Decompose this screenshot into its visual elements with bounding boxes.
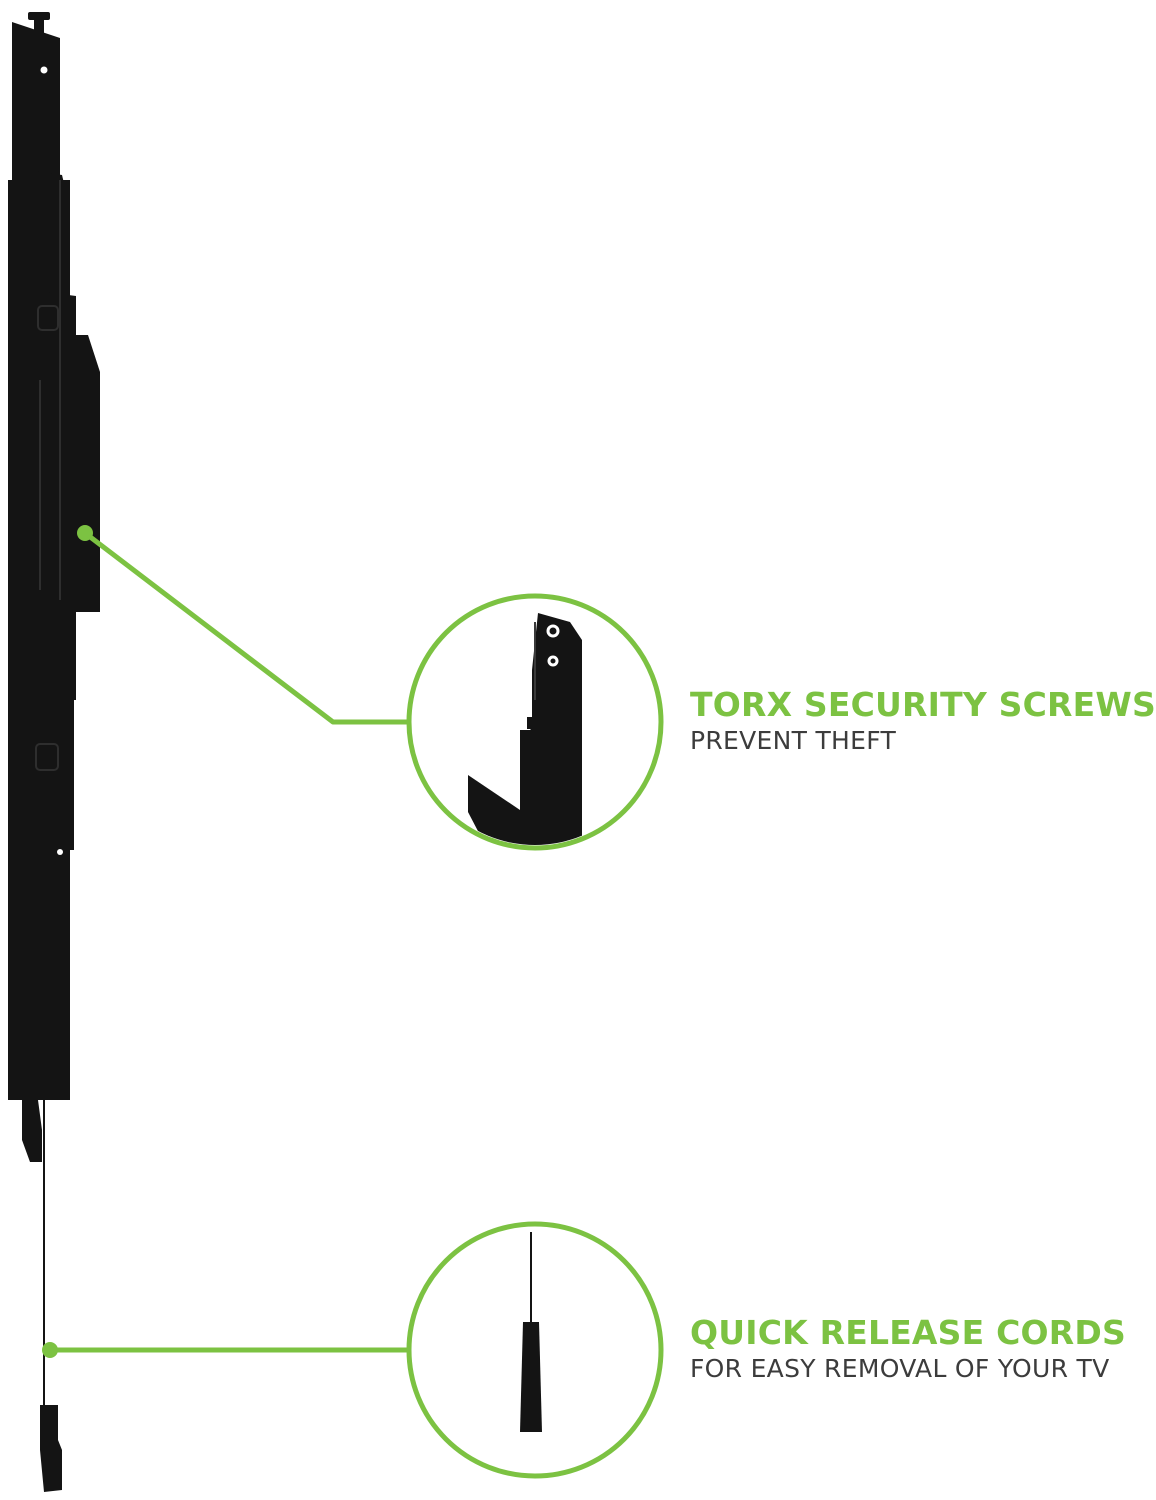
callout-torx bbox=[77, 525, 664, 851]
feature-subtitle: FOR EASY REMOVAL OF YOUR TV bbox=[690, 1354, 1110, 1383]
bracket-details bbox=[35, 180, 61, 771]
feature-subtitle: PREVENT THEFT bbox=[690, 726, 897, 755]
feature-title: TORX SECURITY SCREWS bbox=[690, 685, 1156, 724]
torx-security-screw-bracket-icon bbox=[468, 613, 582, 845]
feature-torx-security-screws: TORX SECURITY SCREWS PREVENT THEFT bbox=[690, 685, 1156, 757]
callout-cords bbox=[42, 1221, 664, 1479]
quick-release-cord-pull-icon bbox=[520, 1232, 542, 1432]
release-cords bbox=[43, 860, 61, 1405]
bracket-screw-holes bbox=[40, 66, 63, 855]
feature-quick-release-cords: QUICK RELEASE CORDS FOR EASY REMOVAL OF … bbox=[690, 1313, 1126, 1385]
callout-dot-cords bbox=[42, 1342, 58, 1358]
callout-line-torx bbox=[83, 531, 408, 725]
callout-dot-torx bbox=[77, 525, 93, 541]
wall-mount-bracket bbox=[8, 12, 100, 1492]
feature-title: QUICK RELEASE CORDS bbox=[690, 1313, 1126, 1352]
